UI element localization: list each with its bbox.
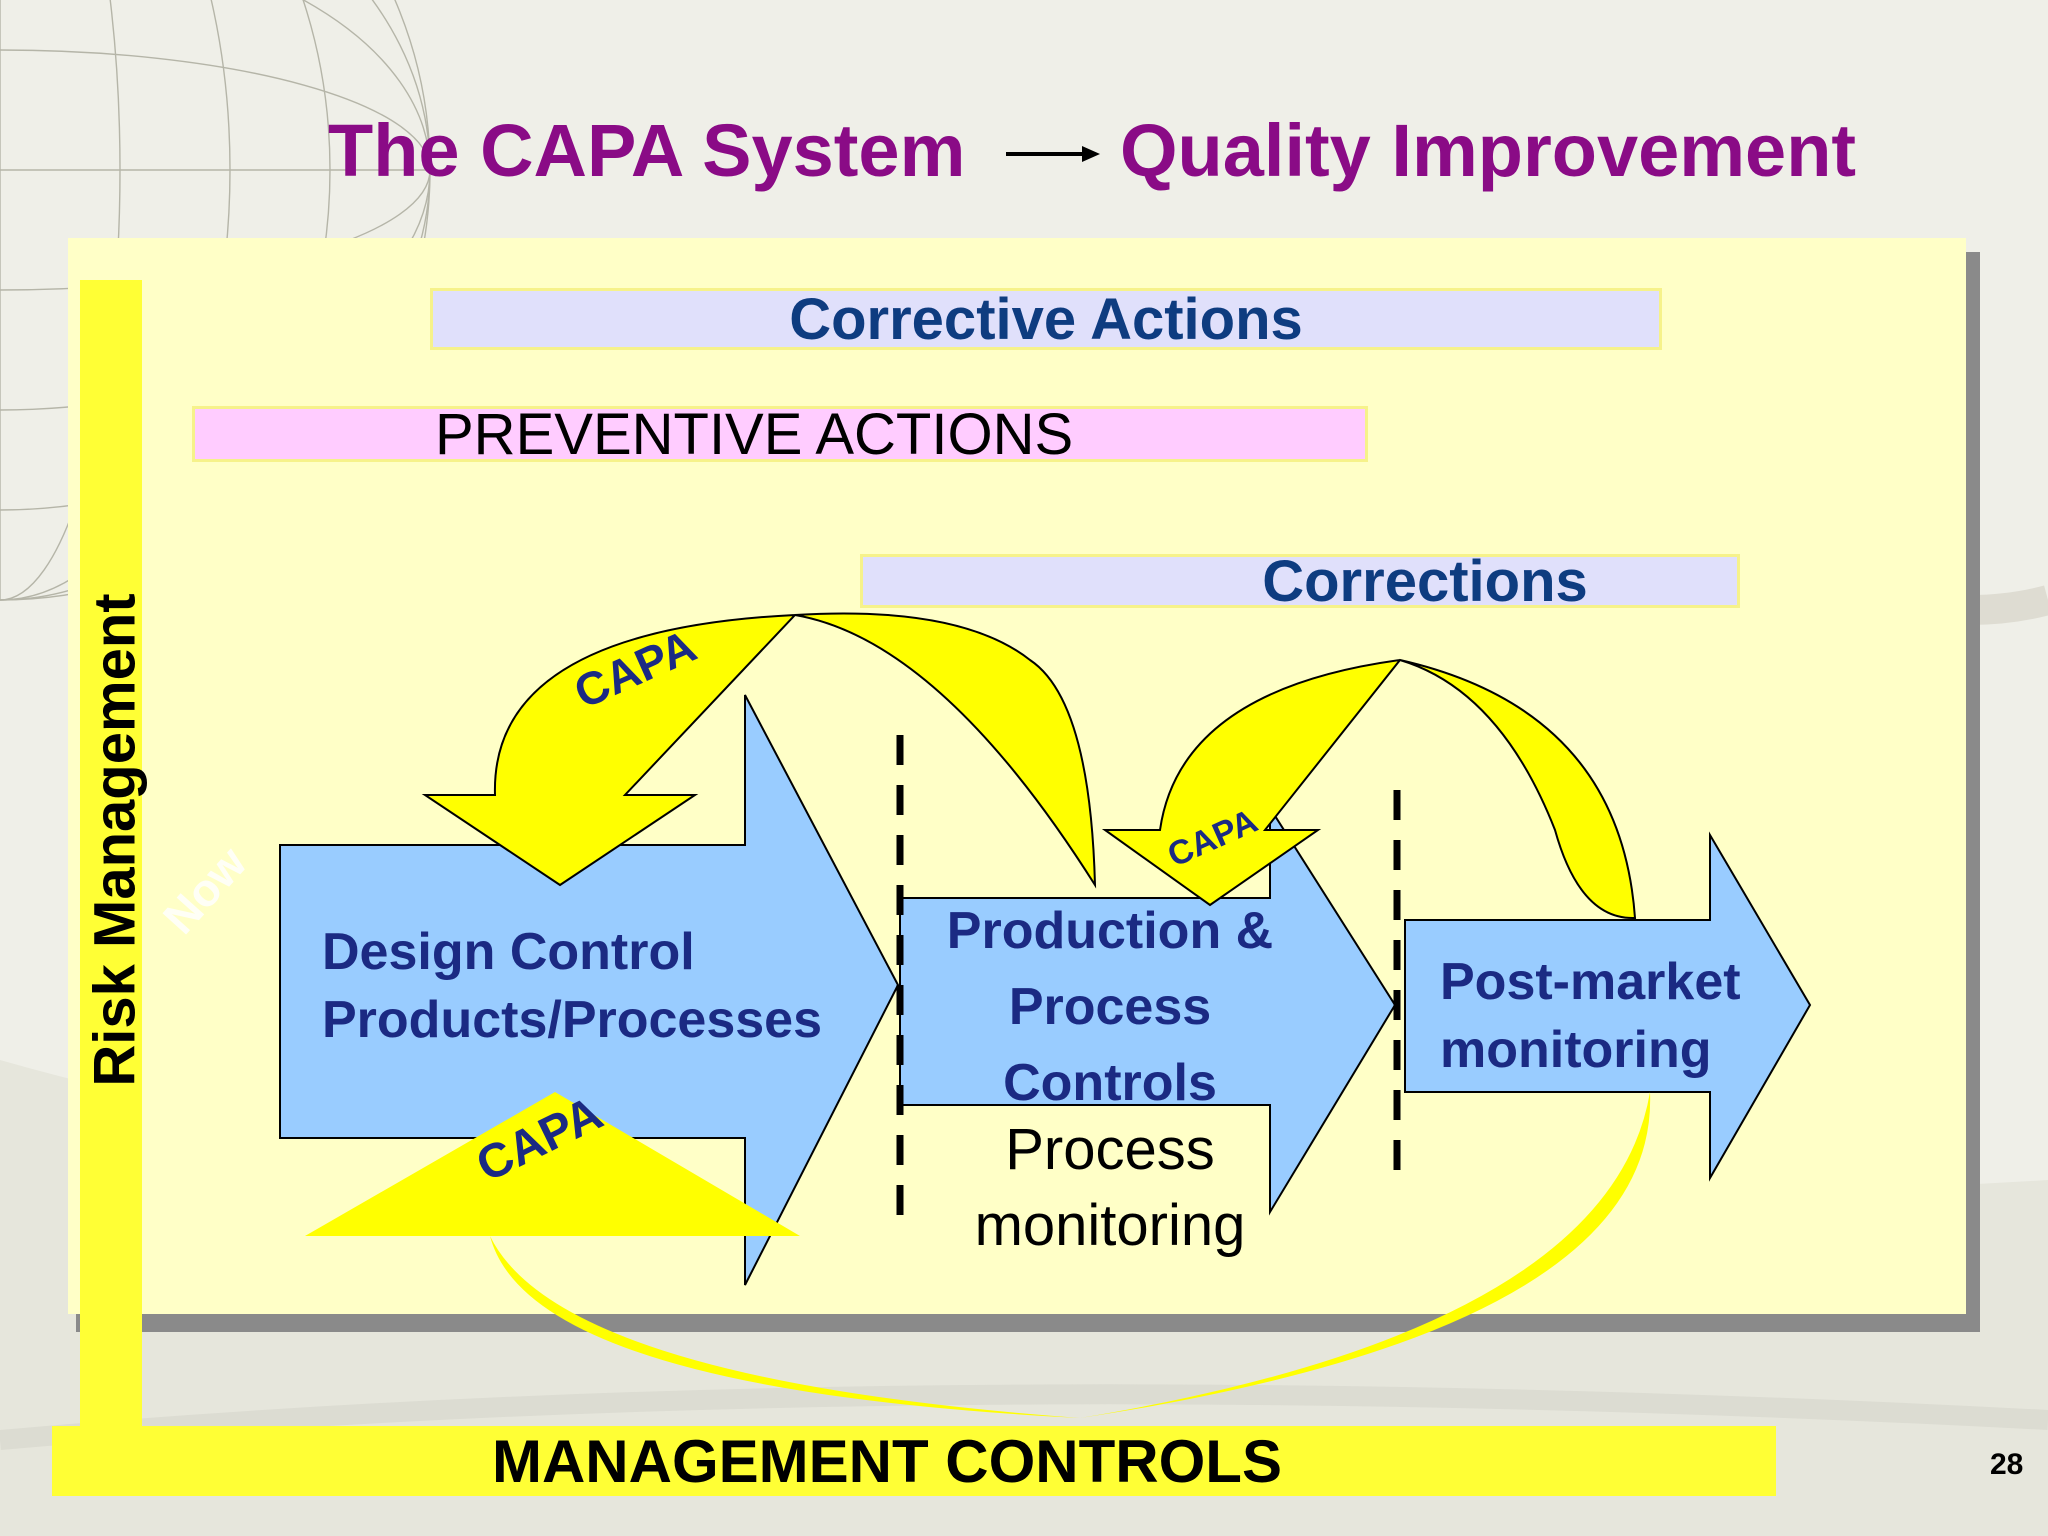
post-market-arrow — [1404, 831, 1812, 1182]
production-line-3: Controls — [1003, 1054, 1217, 1112]
production-arrow — [899, 804, 1397, 1216]
slide-title-right: Quality Improvement — [1120, 109, 1857, 192]
corrections-bar: Corrections — [860, 549, 1740, 614]
title-arrow-icon — [1006, 146, 1100, 162]
design-control-line-1: Design Control — [322, 923, 695, 981]
design-control-label: Design Control Products/Processes — [322, 918, 822, 1054]
slide-title-left: The CAPA System — [328, 109, 966, 192]
preventive-actions-bar: PREVENTIVE ACTIONS — [192, 402, 1368, 467]
production-line-1: Production & — [946, 902, 1274, 960]
process-monitoring-line-1: Process — [1005, 1117, 1215, 1182]
design-control-arrow — [279, 694, 900, 1286]
process-monitoring-line-2: monitoring — [974, 1193, 1246, 1258]
production-line-2: Process — [1008, 978, 1212, 1036]
design-control-line-2: Products/Processes — [322, 991, 823, 1049]
capa-loop-arrow-3 — [305, 1092, 1651, 1418]
production-label: Production & Process Controls — [930, 893, 1290, 1121]
post-market-line-1: Post-market — [1440, 953, 1741, 1011]
management-controls-bar: MANAGEMENT CONTROLS — [52, 1426, 1776, 1496]
post-market-label: Post-market monitoring — [1440, 948, 1741, 1084]
capa-loop-arrow-1 — [421, 612, 1097, 889]
risk-management-bar — [80, 280, 142, 1480]
corrective-actions-bar: Corrective Actions — [430, 287, 1662, 352]
process-monitoring-label: Process monitoring — [950, 1112, 1270, 1264]
globe-icon — [0, 0, 431, 601]
capa-loop-arrow-2 — [1101, 658, 1637, 920]
page-number: 28 — [1990, 1448, 2024, 1481]
post-market-line-2: monitoring — [1440, 1021, 1712, 1079]
